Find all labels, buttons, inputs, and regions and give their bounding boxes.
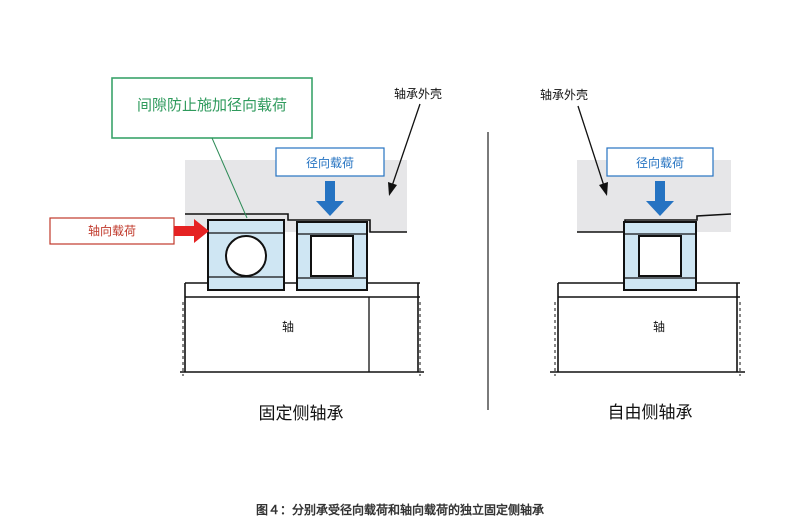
roller bbox=[310, 235, 354, 277]
clearance-leader-line bbox=[211, 137, 248, 219]
clearance-note-text: 间隙防止施加径向载荷 bbox=[137, 96, 287, 114]
radial-load-label-right: 径向载荷 bbox=[636, 155, 684, 170]
roller-bearing-left bbox=[296, 221, 368, 291]
figure-caption: 图４：分别承受径向载荷和轴向载荷的独立固定侧轴承 bbox=[256, 502, 544, 517]
axial-load-label: 轴向载荷 bbox=[88, 223, 136, 238]
arrow-down-icon bbox=[316, 181, 344, 216]
housing-pointer-left bbox=[391, 103, 421, 187]
free-side-assembly: 径向载荷 轴承外壳 轴 自由侧轴承 bbox=[540, 87, 745, 423]
housing-label-right: 轴承外壳 bbox=[540, 87, 588, 102]
housing-bore-outline-left bbox=[185, 213, 407, 233]
fixed-side-title: 固定侧轴承 bbox=[259, 404, 344, 424]
axial-load-box bbox=[49, 217, 175, 245]
radial-load-box-right bbox=[606, 147, 714, 177]
roller bbox=[638, 235, 682, 277]
housing-bore-outline-right bbox=[577, 213, 732, 233]
ball bbox=[225, 235, 267, 277]
radial-load-box-left bbox=[275, 147, 385, 177]
free-side-title: 自由侧轴承 bbox=[608, 403, 693, 423]
roller-bearing-right bbox=[623, 221, 697, 291]
radial-load-label-left: 径向载荷 bbox=[306, 155, 354, 170]
housing-pointer-right bbox=[577, 105, 605, 187]
shaft-label-right: 轴 bbox=[653, 319, 665, 334]
arrow-right-icon bbox=[174, 219, 209, 243]
fixed-side-assembly: 径向载荷 轴向载荷 间隙防止施加径向载荷 轴承外壳 轴 固定侧轴承 bbox=[49, 77, 442, 424]
ball-bearing bbox=[207, 219, 285, 291]
arrow-down-icon bbox=[646, 181, 674, 216]
shaft-label-left: 轴 bbox=[282, 319, 294, 334]
clearance-note-box bbox=[111, 77, 313, 139]
housing-label-left: 轴承外壳 bbox=[394, 86, 442, 101]
